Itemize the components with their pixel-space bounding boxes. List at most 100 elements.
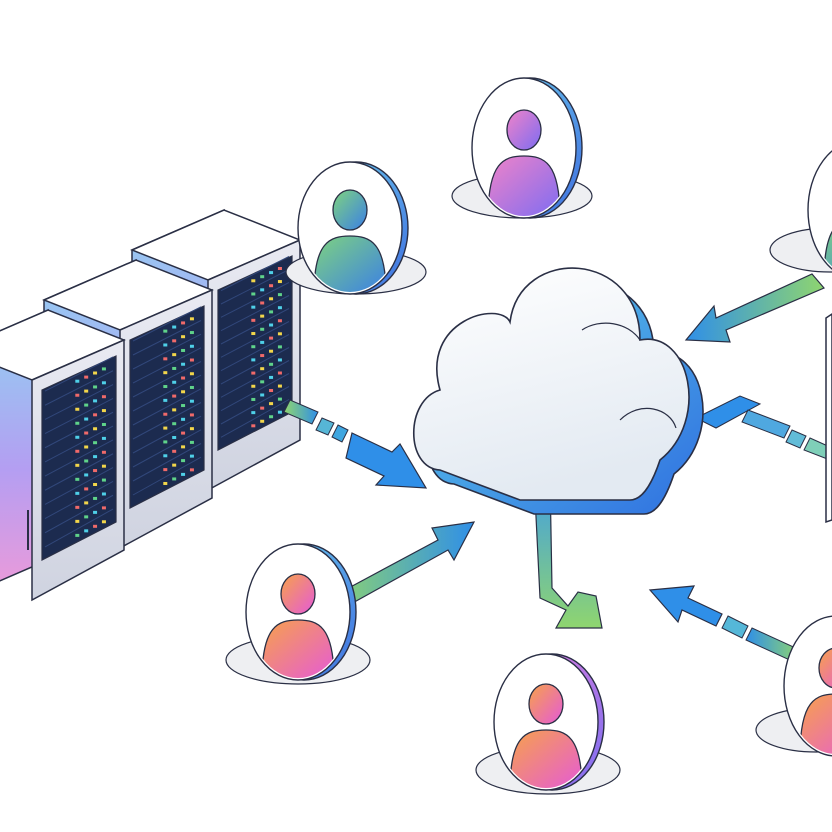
status-led [277, 293, 282, 297]
status-led [189, 427, 194, 431]
status-led [75, 435, 80, 439]
status-led [277, 332, 282, 336]
status-led [172, 422, 177, 426]
status-led [93, 385, 98, 389]
status-led [163, 398, 168, 402]
status-led [189, 317, 194, 321]
status-led [101, 450, 106, 454]
status-led [75, 505, 80, 509]
status-led [189, 331, 194, 335]
status-led [101, 478, 106, 482]
person-silhouette [261, 573, 335, 678]
status-led [172, 463, 177, 467]
person-silhouette [313, 189, 387, 292]
status-led [101, 506, 106, 510]
status-led [163, 357, 168, 361]
status-led [260, 327, 265, 331]
status-led [181, 431, 186, 435]
status-led [163, 440, 168, 444]
status-led [75, 393, 80, 397]
status-led [189, 372, 194, 376]
status-led [75, 491, 80, 495]
status-led [101, 367, 106, 371]
status-led [269, 389, 274, 393]
status-led [277, 358, 282, 362]
status-led [101, 409, 106, 413]
status-led [269, 362, 274, 366]
status-led [163, 426, 168, 430]
status-led [181, 335, 186, 339]
status-led [75, 421, 80, 425]
status-led [251, 279, 256, 283]
user-avatar-icon [755, 615, 832, 757]
status-led [93, 413, 98, 417]
status-led [172, 380, 177, 384]
status-led [93, 496, 98, 500]
status-led [277, 345, 282, 349]
status-led [84, 431, 89, 435]
status-led [251, 424, 256, 428]
status-led [189, 440, 194, 444]
status-led [269, 402, 274, 406]
status-led [260, 393, 265, 397]
status-led [277, 410, 282, 414]
status-led [172, 394, 177, 398]
status-led [84, 473, 89, 477]
status-led [93, 371, 98, 375]
status-led [181, 376, 186, 380]
status-led [172, 449, 177, 453]
status-led [277, 384, 282, 388]
person-silhouette [487, 109, 561, 216]
status-led [84, 501, 89, 505]
person-silhouette [823, 217, 832, 278]
user-avatar-icon [285, 161, 427, 295]
status-led [75, 477, 80, 481]
server-rack-icon [0, 308, 126, 602]
status-led [84, 515, 89, 519]
status-led [172, 353, 177, 357]
status-led [181, 445, 186, 449]
status-led [75, 379, 80, 383]
arrow-cloud-to-device [694, 395, 831, 461]
status-led [181, 390, 186, 394]
status-led [260, 367, 265, 371]
status-led [93, 524, 98, 528]
status-led [75, 533, 80, 537]
status-led [277, 280, 282, 284]
status-led [189, 358, 194, 362]
status-led [181, 417, 186, 421]
status-led [189, 454, 194, 458]
status-led [269, 415, 274, 419]
person-silhouette [509, 683, 583, 788]
user-avatar-icon [225, 543, 371, 685]
status-led [181, 348, 186, 352]
status-led [93, 469, 98, 473]
status-led [84, 445, 89, 449]
status-led [163, 385, 168, 389]
status-led [251, 332, 256, 336]
status-led [251, 358, 256, 362]
status-led [163, 468, 168, 472]
status-led [93, 455, 98, 459]
status-led [172, 477, 177, 481]
status-led [277, 319, 282, 323]
status-led [93, 427, 98, 431]
status-led [277, 266, 282, 270]
status-led [163, 343, 168, 347]
status-led [181, 459, 186, 463]
status-led [251, 411, 256, 415]
arrow-user-to-cloud-lower-left [329, 521, 476, 611]
status-led [269, 284, 274, 288]
status-led [269, 336, 274, 340]
status-led [189, 344, 194, 348]
status-led [269, 271, 274, 275]
status-led [277, 306, 282, 310]
status-led [251, 305, 256, 309]
status-led [101, 464, 106, 468]
status-led [251, 371, 256, 375]
status-led [101, 436, 106, 440]
status-led [260, 380, 265, 384]
status-led [93, 510, 98, 514]
status-led [101, 492, 106, 496]
status-led [260, 354, 265, 358]
